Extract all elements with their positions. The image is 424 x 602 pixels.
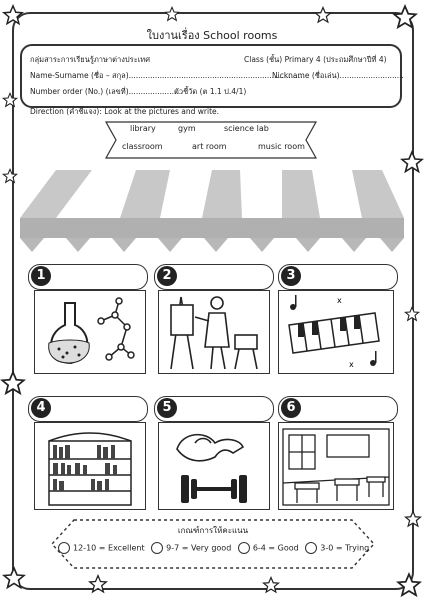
star-icon [399,149,424,174]
star-icon [1,167,19,184]
word-art-room: art room [192,142,227,151]
star-icon [1,91,19,108]
star-icon [395,571,423,598]
criteria-title: เกณฑ์การให้คะแนน [177,526,249,535]
dumbbell-arm-icon [158,422,270,510]
subject-label: กลุ่มสาระการเรียนรู้ภาษาต่างประเทศ [30,55,150,64]
nickname-field[interactable]: Nickname (ชื่อเล่น).....................… [272,71,404,80]
item-tab[interactable]: 4 [28,396,148,422]
student-info-box: กลุ่มสาระการเรียนรู้ภาษาต่างประเทศ Class… [20,44,404,108]
worksheet-title: ใบงานเรื่อง School rooms [146,29,278,42]
item-tab[interactable]: 3 [278,264,398,290]
page-border [12,12,414,590]
star-icon [391,3,419,30]
criteria-levels: 12-10 = Excellent 9-7 = Very good 6-4 = … [58,542,373,554]
word-bank: library gym science lab classroom art ro… [100,120,322,160]
star-icon [403,305,421,322]
star-icon [313,5,333,24]
item-number: 1 [31,266,51,286]
direction-text: Direction (คำชี้แจง): Look at the pictur… [30,107,220,116]
indicator-label: ตัวชี้วัด (ต 1.1 ป.4/1) [174,87,247,96]
word-library: library [130,124,156,133]
awning-decoration [20,170,404,260]
class-label: Class (ชั้น) Primary 4 (ประถมศึกษาปีที่ … [244,55,387,64]
checkbox-circle-icon[interactable] [237,542,250,554]
scoring-criteria-box: เกณฑ์การให้คะแนน 12-10 = Excellent 9-7 =… [50,518,376,570]
name-field[interactable]: Name-Surname (ชื่อ – สกุล)..............… [30,71,306,80]
word-gym: gym [178,124,196,133]
item-number: 3 [281,266,301,286]
item-tab[interactable]: 1 [28,264,148,290]
item-number: 4 [31,398,51,418]
criteria-level-very-good[interactable]: 9-7 = Very good [151,542,231,554]
star-icon [87,573,109,594]
svg-text:x: x [337,296,342,305]
item-tab[interactable]: 5 [154,396,274,422]
item-tab[interactable]: 2 [154,264,274,290]
piano-keyboard-icon: x x [278,290,394,374]
item-tab[interactable]: 6 [278,396,398,422]
criteria-level-good[interactable]: 6-4 = Good [237,542,299,554]
bookshelf-icon [34,422,146,510]
word-music-room: music room [258,142,305,151]
criteria-level-excellent[interactable]: 12-10 = Excellent [58,542,145,554]
checkbox-circle-icon[interactable] [58,542,70,554]
star-icon [163,5,181,22]
checkbox-circle-icon[interactable] [305,542,318,554]
star-icon [403,509,423,528]
word-classroom: classroom [122,142,163,151]
item-number: 6 [281,398,301,418]
item-number: 5 [157,398,177,418]
svg-text:x: x [349,360,354,369]
star-icon [261,575,281,594]
science-flask-icon [34,290,146,374]
star-icon [0,369,27,396]
checkbox-circle-icon[interactable] [151,542,164,554]
word-science-lab: science lab [224,124,269,133]
classroom-desks-icon [278,422,394,510]
item-number: 2 [157,266,177,286]
star-icon [1,3,25,26]
painter-easel-icon [158,290,270,374]
number-field[interactable]: Number order (No.) (เลขที่).............… [30,87,182,96]
criteria-level-trying[interactable]: 3-0 = Trying [305,542,369,554]
star-icon [1,565,27,590]
